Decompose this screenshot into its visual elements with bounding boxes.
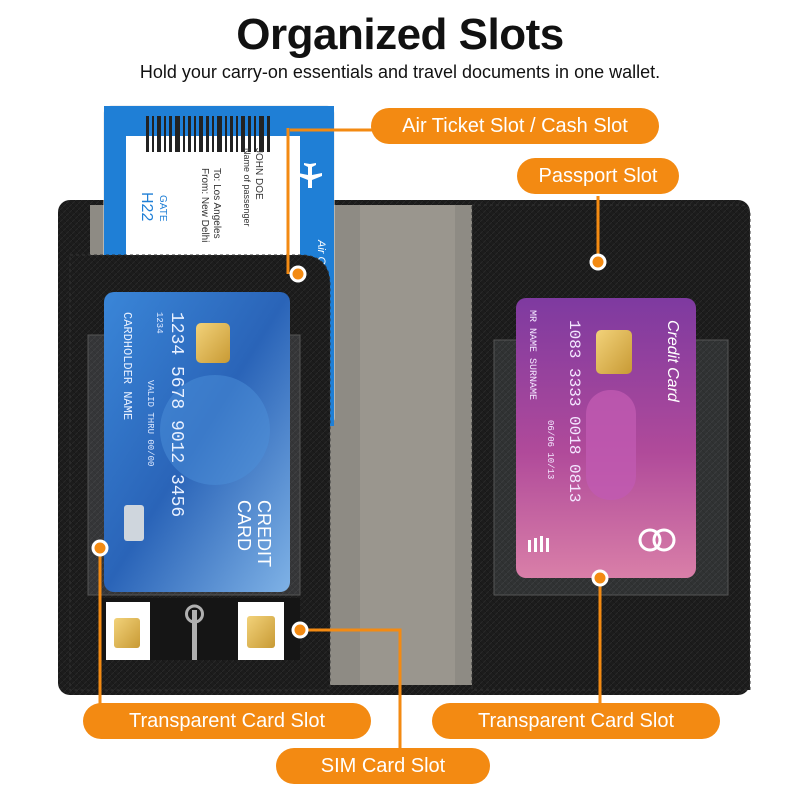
transparent-card-slot-right-label: Transparent Card Slot [432, 703, 720, 739]
svg-text:MR NAME SURNAME: MR NAME SURNAME [526, 310, 537, 400]
svg-text:1234: 1234 [154, 312, 164, 334]
purple-credit-card: Credit Card 1083 3333 0018 0813 MR NAME … [516, 298, 696, 578]
callout-dots [91, 253, 609, 639]
svg-text:H22: H22 [138, 192, 155, 221]
svg-text:JOHN DOE: JOHN DOE [253, 148, 264, 200]
sim-card-slot-text: SIM Card Slot [320, 754, 446, 777]
air-ticket-slot-label: Air Ticket Slot / Cash Slot [371, 108, 659, 144]
transparent-card-slot-right-text: Transparent Card Slot [477, 709, 674, 732]
contactless-icon [528, 536, 549, 552]
svg-text:CREDIT: CREDIT [254, 500, 274, 567]
sim-area [100, 598, 300, 660]
transparent-card-slot-left-label: Transparent Card Slot [83, 703, 371, 739]
transparent-card-slot-left-text: Transparent Card Slot [128, 709, 325, 732]
svg-text:GATE: GATE [157, 195, 168, 222]
svg-text:CARDHOLDER NAME: CARDHOLDER NAME [120, 312, 134, 420]
svg-text:1083 3333 0018 0813: 1083 3333 0018 0813 [565, 320, 583, 502]
svg-text:CARD: CARD [234, 500, 254, 551]
svg-text:06/06 10/13: 06/06 10/13 [545, 420, 555, 479]
plane-icon [298, 163, 322, 188]
page-title: Organized Slots [236, 10, 564, 59]
page-subtitle: Hold your carry-on essentials and travel… [139, 62, 661, 82]
svg-text:1234 5678 9012 3456: 1234 5678 9012 3456 [166, 312, 186, 517]
svg-text:Credit Card: Credit Card [664, 320, 681, 403]
svg-text:VALID THRU 00/00: VALID THRU 00/00 [145, 380, 155, 466]
svg-text:Name of passenger: Name of passenger [242, 148, 252, 227]
passport-slot-text: Passport Slot [538, 164, 658, 187]
svg-text:To: Los Angeles: To: Los Angeles [211, 168, 222, 239]
air-ticket-slot-text: Air Ticket Slot / Cash Slot [402, 114, 628, 137]
card-brand-logo-icon [638, 528, 676, 552]
blue-credit-card: 1234 5678 9012 3456 1234 VALID THRU 00/0… [104, 292, 290, 592]
passport-slot-label: Passport Slot [517, 158, 679, 194]
sim-card-slot-label: SIM Card Slot [276, 748, 490, 784]
svg-text:From: New Delhi: From: New Delhi [199, 168, 210, 242]
